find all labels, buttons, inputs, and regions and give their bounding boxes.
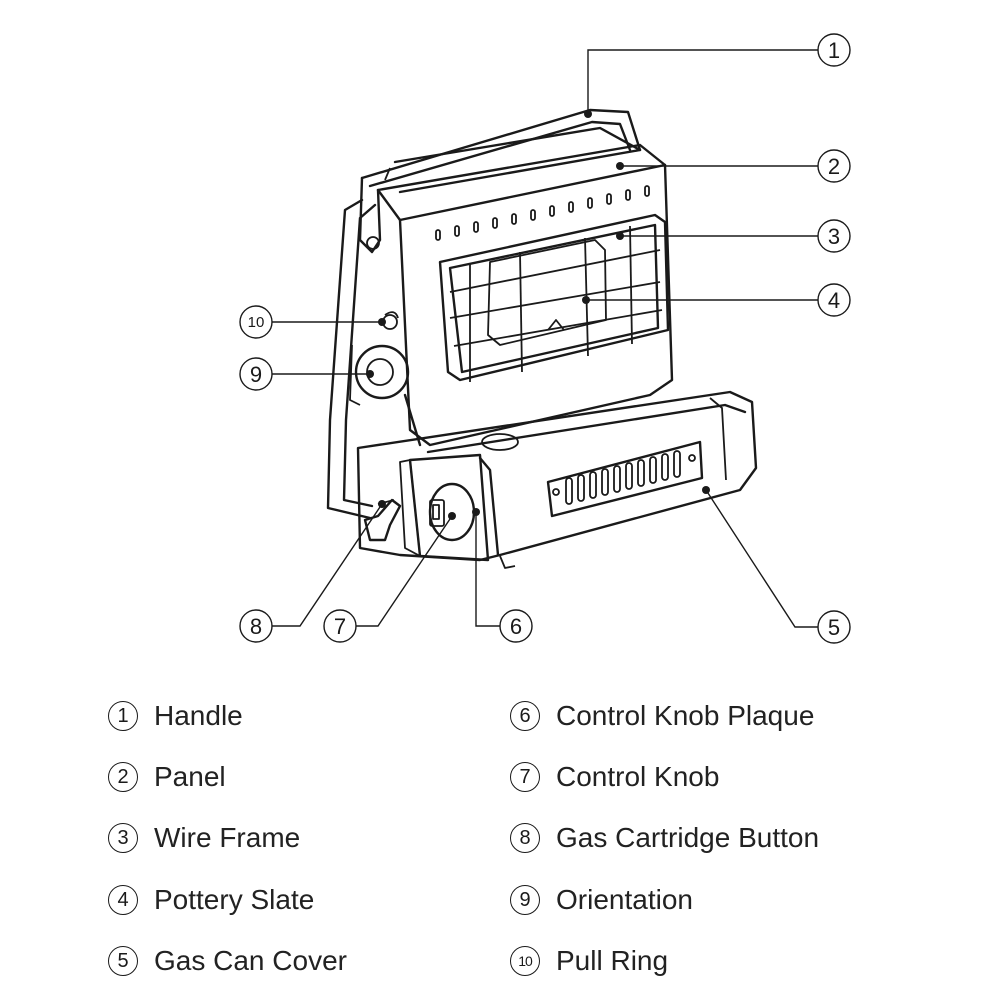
legend-item-9: 9 Orientation bbox=[510, 880, 693, 920]
legend-label-7: Control Knob bbox=[556, 761, 720, 792]
legend-label-9: Orientation bbox=[556, 884, 693, 915]
svg-text:5: 5 bbox=[828, 615, 840, 640]
legend-number-3: 3 bbox=[108, 823, 138, 853]
svg-text:4: 4 bbox=[828, 288, 840, 313]
svg-text:7: 7 bbox=[334, 614, 346, 639]
callout-9: 9 bbox=[239, 357, 273, 391]
pottery-slate-shape bbox=[487, 239, 607, 346]
callout-1: 1 bbox=[817, 33, 851, 67]
leader-dots bbox=[366, 110, 710, 520]
svg-text:8: 8 bbox=[250, 614, 262, 639]
legend-number-8: 8 bbox=[510, 823, 540, 853]
legend-number-4: 4 bbox=[108, 885, 138, 915]
leader-1 bbox=[587, 49, 818, 114]
svg-text:2: 2 bbox=[828, 154, 840, 179]
legend-label-10: Pull Ring bbox=[556, 945, 669, 976]
svg-text:6: 6 bbox=[510, 614, 522, 639]
legend-number-7: 7 bbox=[510, 762, 540, 792]
parts-legend: 1 Handle 2 Panel 3 Wire Frame 4 Pottery … bbox=[0, 688, 1000, 988]
legend-label-1: Handle bbox=[154, 700, 243, 731]
svg-text:10: 10 bbox=[248, 314, 265, 331]
legend-item-7: 7 Control Knob bbox=[510, 757, 719, 797]
legend-item-5: 5 Gas Can Cover bbox=[108, 941, 347, 981]
leader-6 bbox=[475, 512, 500, 627]
callout-6: 6 bbox=[499, 609, 533, 643]
callout-3: 3 bbox=[817, 219, 851, 253]
orientation-knob-shape bbox=[349, 344, 410, 406]
legend-number-5: 5 bbox=[108, 946, 138, 976]
legend-number-9: 9 bbox=[510, 885, 540, 915]
legend-item-8: 8 Gas Cartridge Button bbox=[510, 818, 819, 858]
legend-label-5: Gas Can Cover bbox=[154, 945, 347, 976]
legend-item-4: 4 Pottery Slate bbox=[108, 880, 314, 920]
svg-text:9: 9 bbox=[250, 362, 262, 387]
legend-label-6: Control Knob Plaque bbox=[556, 700, 815, 731]
callout-2: 2 bbox=[817, 149, 851, 183]
leader-8 bbox=[272, 503, 383, 627]
legend-number-1: 1 bbox=[108, 701, 138, 731]
legend-label-4: Pottery Slate bbox=[154, 884, 315, 915]
callout-10: 10 bbox=[239, 305, 273, 339]
legend-number-2: 2 bbox=[108, 762, 138, 792]
legend-number-10: 10 bbox=[510, 946, 540, 976]
panel-shape bbox=[376, 126, 674, 447]
leader-5 bbox=[705, 489, 818, 628]
leader-lines bbox=[272, 49, 818, 628]
legend-label-3: Wire Frame bbox=[154, 822, 301, 853]
callout-4: 4 bbox=[817, 283, 851, 317]
legend-item-10: 10 Pull Ring bbox=[510, 941, 668, 981]
svg-text:3: 3 bbox=[828, 224, 840, 249]
callout-8: 8 bbox=[239, 609, 273, 643]
gas-box-shape bbox=[356, 390, 758, 569]
callout-7: 7 bbox=[323, 609, 357, 643]
handle-shape bbox=[358, 108, 642, 254]
legend-number-6: 6 bbox=[510, 701, 540, 731]
legend-item-6: 6 Control Knob Plaque bbox=[510, 696, 814, 736]
leader-7 bbox=[356, 515, 453, 627]
control-knob-plaque-shape bbox=[399, 453, 490, 562]
legend-item-2: 2 Panel bbox=[108, 757, 226, 797]
legend-item-1: 1 Handle bbox=[108, 696, 243, 736]
heater-diagram: 1 2 3 4 5 6 7 8 9 10 bbox=[239, 33, 851, 644]
svg-text:1: 1 bbox=[828, 38, 840, 63]
heater-illustration bbox=[326, 108, 758, 569]
legend-label-2: Panel bbox=[154, 761, 226, 792]
legend-label-8: Gas Cartridge Button bbox=[556, 822, 820, 853]
legend-item-3: 3 Wire Frame bbox=[108, 818, 300, 858]
callout-5: 5 bbox=[817, 610, 851, 644]
wire-frame-shape bbox=[438, 213, 670, 382]
